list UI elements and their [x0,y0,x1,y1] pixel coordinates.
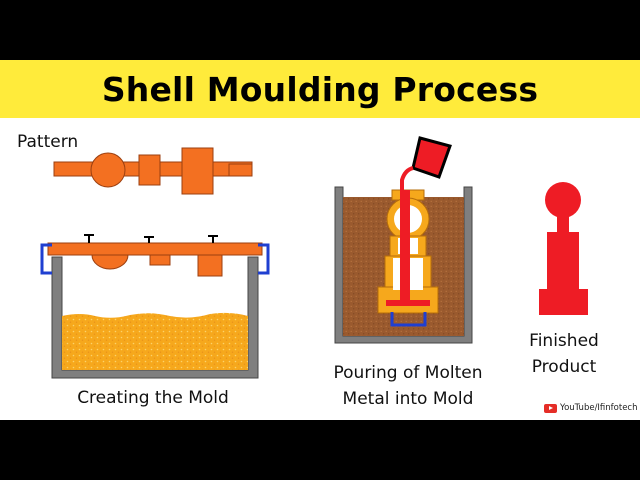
diagram-svg [40,136,588,379]
finished-label-line1: Finished [529,331,599,351]
pouring-label-line2: Metal into Mold [342,389,474,409]
mold-pins [84,234,218,243]
pattern-shape [53,147,253,195]
finished-product [539,182,588,315]
pattern-label: Pattern [17,132,79,152]
mold-clamps [40,243,270,275]
finished-label-line2: Product [531,357,597,377]
mold-box [51,256,259,379]
mold-pattern-plate [47,242,263,277]
page-title: Shell Moulding Process [101,69,539,109]
creating-mold-label: Creating the Mold [77,388,229,408]
title-band: Shell Moulding Process [0,60,640,118]
pouring-clamp [390,312,427,327]
diagram-panel: Pattern Creating the Mold Pouring of Mol… [0,118,640,420]
credit-text: YouTube/Ifinfotech [560,403,638,413]
ladle-icon [400,136,452,192]
youtube-icon [544,403,557,413]
pouring-label-line1: Pouring of Molten [333,363,483,383]
mold-cavity [386,190,430,306]
youtube-credit: YouTube/Ifinfotech [544,403,638,413]
